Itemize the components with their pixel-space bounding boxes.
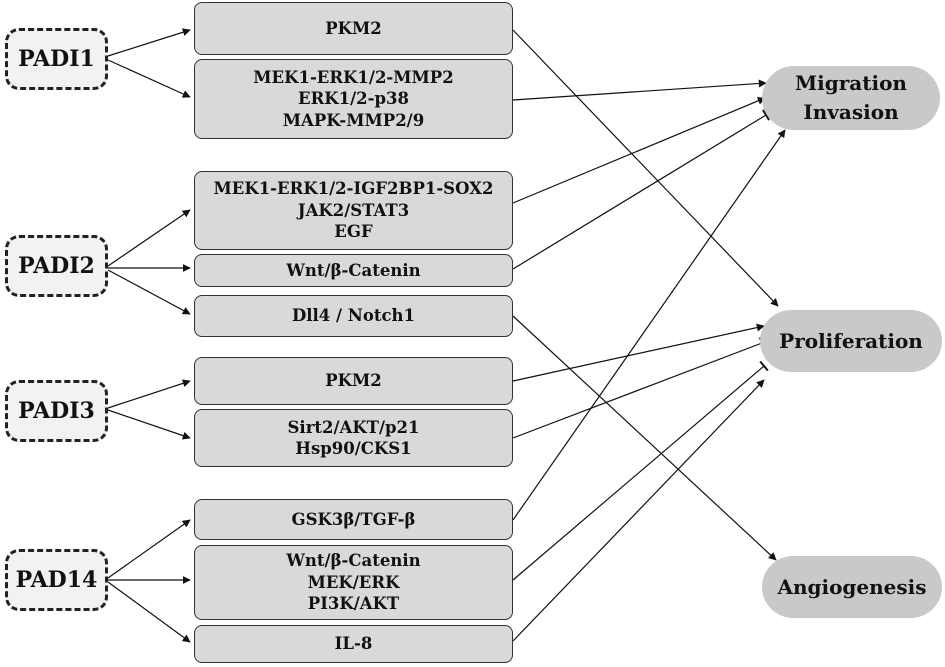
pathway-padi3-pkm2: PKM2 [194, 357, 513, 405]
arrow-padi2-mek-migration [512, 97, 766, 204]
pathway-line: IL-8 [334, 634, 373, 654]
pathway-line: JAK2/STAT3 [297, 200, 410, 220]
pathway-padi2-mek: MEK1-ERK1/2-IGF2BP1-SOX2 JAK2/STAT3 EGF [194, 171, 513, 250]
arrow-padi1-mek [107, 59, 191, 98]
pathway-line: MEK1-ERK1/2-IGF2BP1-SOX2 [213, 179, 494, 199]
outcome-migration-invasion: Migration Invasion [762, 66, 940, 130]
pathway-pad14-il8: IL-8 [194, 625, 513, 663]
arrow-padi2-mek [107, 209, 191, 267]
outcome-line: Proliferation [779, 328, 923, 353]
inhibit-padi2-wnt-migration [512, 109, 770, 270]
inhibit-pad14-wnt-proliferation [512, 360, 769, 581]
arrow-padi2-dll4 [107, 269, 191, 315]
outcome-line: Migration [795, 71, 907, 95]
arrow-pad14-gsk-migration [512, 129, 786, 521]
arrow-padi3-pkm2-proliferation [512, 323, 765, 382]
pathway-line: Sirt2/AKT/p21 [287, 417, 420, 437]
arrow-padi2-dll4-angiogenesis [512, 315, 777, 561]
pathway-line: PI3K/AKT [307, 594, 400, 614]
arrow-pad14-il8 [107, 581, 191, 643]
inhibit-padi3-sirt2-proliferation [512, 337, 766, 439]
arrow-padi3-pkm2 [107, 379, 191, 409]
pathway-line: Wnt/β-Catenin [286, 260, 421, 280]
pathway-line: MAPK-MMP2/9 [282, 110, 425, 130]
pathway-padi3-sirt2: Sirt2/AKT/p21 Hsp90/CKS1 [194, 409, 513, 467]
enzyme-padi1: PADI1 [5, 28, 108, 90]
pathway-line: MEK/ERK [307, 572, 400, 592]
pathway-pad14-wnt: Wnt/β-Catenin MEK/ERK PI3K/AKT [194, 545, 513, 620]
arrow-pad14-gsk [107, 519, 191, 579]
enzyme-padi1-label: PADI1 [18, 46, 95, 72]
enzyme-padi3: PADI3 [5, 380, 108, 442]
pathway-padi1-mek: MEK1-ERK1/2-MMP2 ERK1/2-p38 MAPK-MMP2/9 [194, 59, 513, 139]
pathway-padi1-pkm2: PKM2 [194, 2, 513, 55]
arrow-pad14-il8-proliferation [512, 379, 765, 642]
pathway-line: PKM2 [325, 371, 382, 391]
pathway-pad14-gsk: GSK3β/TGF-β [194, 499, 513, 540]
pathway-line: Wnt/β-Catenin [286, 551, 421, 571]
enzyme-pad14-label: PAD14 [15, 567, 98, 593]
pathway-line: ERK1/2-p38 [298, 89, 409, 109]
outcome-line: Invasion [803, 100, 899, 124]
pathway-padi2-dll4: Dll4 / Notch1 [194, 295, 513, 337]
pathway-line: EGF [334, 222, 373, 242]
arrow-padi3-sirt2 [107, 409, 191, 440]
enzyme-padi2: PADI2 [5, 235, 108, 297]
outcome-line: Angiogenesis [777, 574, 927, 599]
arrow-padi1-mek-migration [512, 79, 767, 101]
outcome-angiogenesis: Angiogenesis [762, 556, 942, 618]
enzyme-pad14: PAD14 [5, 549, 108, 611]
enzyme-padi3-label: PADI3 [18, 398, 95, 424]
enzyme-padi2-label: PADI2 [18, 253, 95, 279]
arrow-padi1-pkm2 [107, 28, 191, 57]
pathway-line: GSK3β/TGF-β [291, 509, 416, 529]
arrow-padi1-pkm2-proliferation [512, 29, 779, 307]
outcome-proliferation: Proliferation [760, 310, 942, 372]
pathway-line: Hsp90/CKS1 [295, 439, 412, 458]
pathway-padi2-wnt: Wnt/β-Catenin [194, 254, 513, 287]
pathway-line: PKM2 [325, 18, 382, 38]
pathway-line: MEK1-ERK1/2-MMP2 [253, 67, 454, 87]
pathway-line: Dll4 / Notch1 [291, 306, 416, 326]
